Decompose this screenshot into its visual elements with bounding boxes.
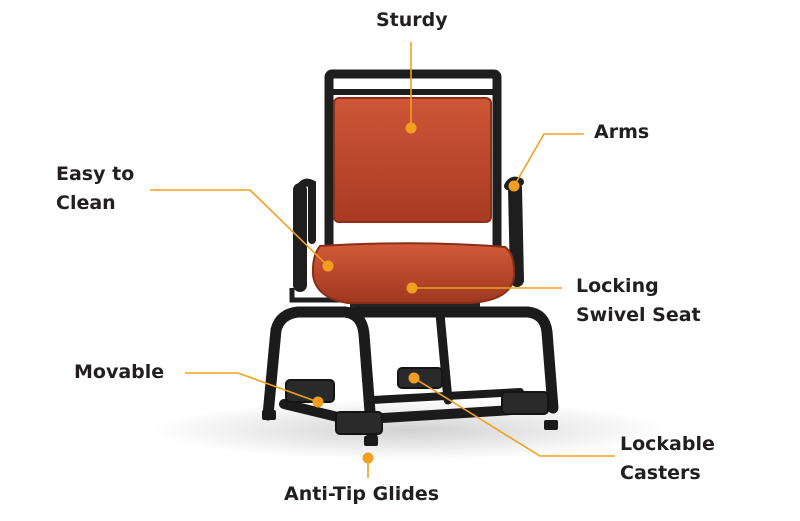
callout-anti-tip-glides: Anti-Tip Glides (284, 480, 439, 509)
callout-movable-line-1: Movable (74, 361, 165, 383)
glides (262, 410, 558, 446)
dot-anti-tip-glides (362, 452, 374, 464)
callout-arms: Arms (594, 118, 649, 147)
callout-lockable-casters: Lockable Casters (620, 430, 715, 488)
callout-sturdy: Sturdy (376, 6, 448, 35)
callout-locking-swivel-seat-line-1: Locking (576, 275, 659, 297)
dot-locking-swivel-seat (406, 282, 418, 294)
callout-lockable-casters-line-2: Casters (620, 462, 701, 484)
dot-movable (312, 396, 324, 408)
dot-lockable-casters (408, 372, 420, 384)
seat-cushion (311, 242, 516, 304)
callout-movable: Movable (74, 358, 164, 387)
dot-arms (508, 180, 520, 192)
leader-easy-to-clean (150, 189, 329, 267)
floor-shadow (150, 400, 670, 460)
callout-sturdy-line-1: Sturdy (376, 9, 448, 31)
callout-easy-to-clean: Easy to Clean (56, 160, 134, 218)
back-cushion (333, 97, 492, 223)
callout-leaders (150, 42, 615, 478)
callout-locking-swivel-seat: Locking Swivel Seat (576, 272, 701, 330)
dot-easy-to-clean (322, 260, 334, 272)
callout-anti-tip-glides-line-1: Anti-Tip Glides (284, 483, 440, 505)
callout-easy-to-clean-line-2: Clean (56, 192, 116, 214)
leader-lockable-casters (413, 377, 615, 457)
leader-arms (513, 133, 584, 187)
callout-lockable-casters-line-1: Lockable (620, 433, 715, 455)
casters (285, 367, 549, 435)
callout-easy-to-clean-line-1: Easy to (56, 163, 135, 185)
base-frame (262, 306, 559, 444)
callout-arms-line-1: Arms (594, 121, 650, 143)
callout-dots (312, 122, 520, 464)
callout-locking-swivel-seat-line-2: Swivel Seat (576, 304, 701, 326)
dot-sturdy (405, 122, 417, 134)
leader-movable (185, 372, 319, 403)
